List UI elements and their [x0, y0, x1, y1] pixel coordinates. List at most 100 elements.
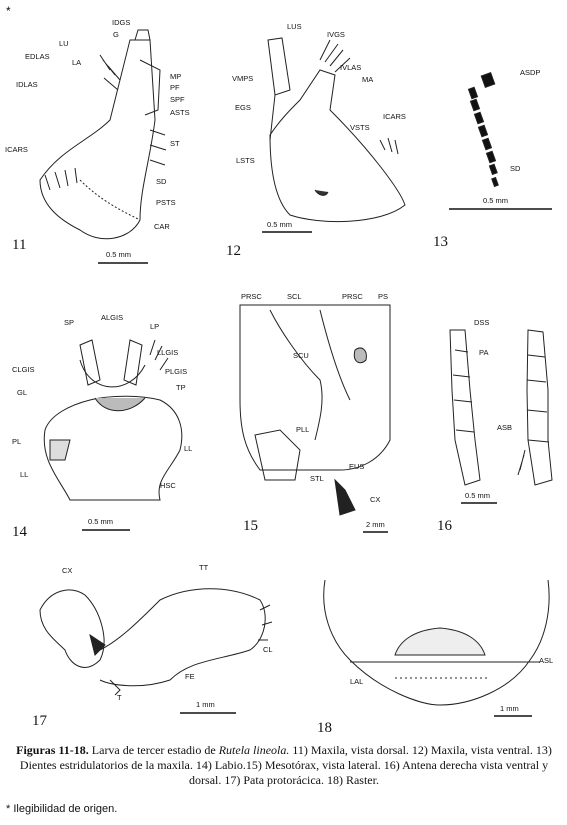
label-ll-left: LL — [20, 470, 28, 479]
figure-16-drawing — [449, 329, 553, 486]
label-pll: PLL — [296, 425, 309, 434]
label-sd-13: SD — [510, 164, 521, 173]
figure-12-drawing — [267, 37, 406, 223]
label-sd: SD — [156, 177, 167, 186]
label-fe: FE — [185, 672, 195, 681]
label-t: T — [117, 693, 122, 702]
label-llgis: LLGIS — [157, 348, 178, 357]
label-stl: STL — [310, 474, 324, 483]
label-tt: TT — [199, 563, 209, 572]
label-asb: ASB — [497, 423, 512, 432]
label-sp: SP — [64, 318, 74, 327]
label-la: LA — [72, 58, 81, 67]
label-prsc-left: PRSC — [241, 292, 262, 301]
label-cx-15: CX — [370, 495, 380, 504]
label-prsc-right: PRSC — [342, 292, 363, 301]
label-cx-17: CX — [62, 566, 72, 575]
label-mp: MP — [170, 72, 181, 81]
label-clgis: CLGIS — [12, 365, 35, 374]
caption-title: Figuras 11-18. — [16, 743, 89, 757]
label-scu: SCU — [293, 351, 309, 360]
label-tp: TP — [176, 383, 186, 392]
label-plgis: PLGIS — [165, 367, 187, 376]
figure-15-labels: PRSC SCL PRSC PS SCU PLL EUS STL CX — [241, 292, 388, 504]
footnote: * Ilegibilidad de origen. — [6, 803, 118, 815]
figure-caption: Figuras 11-18. Larva de tercer estadio d… — [10, 743, 558, 788]
corner-asterisk: * — [6, 4, 11, 18]
label-egs: EGS — [235, 103, 251, 112]
caption-text-2: 11) Maxila, vista dorsal. 12) Maxila, vi… — [19, 743, 552, 787]
figure-number-18: 18 — [317, 720, 332, 736]
label-idgs: IDGS — [112, 18, 130, 27]
label-icars-12: ICARS — [383, 112, 406, 121]
figure-11-drawing — [39, 29, 167, 240]
label-pf: PF — [170, 83, 180, 92]
label-g: G — [113, 30, 119, 39]
figure-number-11: 11 — [12, 237, 26, 253]
label-asl: ASL — [539, 656, 553, 665]
scale-labels: 0.5 mm 0.5 mm 0.5 mm 0.5 mm 2 mm 0.5 mm … — [88, 196, 519, 713]
label-pa: PA — [479, 348, 488, 357]
label-lus: LUS — [287, 22, 302, 31]
label-spf: SPF — [170, 95, 185, 104]
figure-number-12: 12 — [226, 243, 241, 259]
label-idlas: IDLAS — [16, 80, 38, 89]
figure-plate: IDGS G LU EDLAS LA IDLAS MP PF SPF ASTS … — [5, 18, 553, 736]
figure-number-17: 17 — [32, 713, 48, 729]
label-cl: CL — [263, 645, 273, 654]
label-lp: LP — [150, 322, 159, 331]
label-ps: PS — [378, 292, 388, 301]
label-ivgs: IVGS — [327, 30, 345, 39]
label-ma: MA — [362, 75, 373, 84]
label-vmps: VMPS — [232, 74, 253, 83]
figure-13-drawing — [467, 72, 499, 188]
label-lu: LU — [59, 39, 69, 48]
scale-label-14: 0.5 mm — [88, 517, 113, 526]
label-scl: SCL — [287, 292, 302, 301]
label-ll-right: LL — [184, 444, 192, 453]
figure-number-15: 15 — [243, 518, 258, 534]
label-pl: PL — [12, 437, 21, 446]
figure-14-drawing — [43, 339, 183, 501]
label-icars: ICARS — [5, 145, 28, 154]
scale-label-12: 0.5 mm — [267, 220, 292, 229]
label-dss: DSS — [474, 318, 489, 327]
figure-15-drawing — [239, 304, 391, 516]
figure-number-13: 13 — [433, 234, 448, 250]
figure-numbers: 11 12 13 14 15 16 17 18 — [12, 234, 453, 736]
caption-text-1: Larva de tercer estadio de — [88, 743, 219, 757]
figure-14-labels: ALGIS SP LP LLGIS CLGIS PLGIS TP GL PL L… — [12, 313, 192, 490]
caption-species: Rutela lineola. — [218, 743, 290, 757]
scale-label-17: 1 mm — [196, 700, 215, 709]
scale-label-13: 0.5 mm — [483, 196, 508, 205]
label-gl: GL — [17, 388, 27, 397]
figure-16-labels: DSS PA ASB — [474, 318, 512, 432]
label-ivlas: IVLAS — [340, 63, 361, 72]
label-asdp: ASDP — [520, 68, 540, 77]
figure-number-14: 14 — [12, 524, 28, 540]
figure-13-labels: ASDP SD — [510, 68, 540, 173]
figure-11-labels: IDGS G LU EDLAS LA IDLAS MP PF SPF ASTS … — [5, 18, 190, 231]
label-car: CAR — [154, 222, 170, 231]
label-vsts: VSTS — [350, 123, 370, 132]
scale-label-16: 0.5 mm — [465, 491, 490, 500]
scale-label-18: 1 mm — [500, 704, 519, 713]
figure-17-drawing — [39, 588, 273, 696]
label-asts: ASTS — [170, 108, 190, 117]
scale-bars — [82, 208, 552, 717]
label-edlas: EDLAS — [25, 52, 50, 61]
figure-18-drawing — [323, 579, 550, 706]
scale-label-15: 2 mm — [366, 520, 385, 529]
scale-label-11: 0.5 mm — [106, 250, 131, 259]
label-lal: LAL — [350, 677, 363, 686]
label-lsts: LSTS — [236, 156, 255, 165]
label-eus: EUS — [349, 462, 364, 471]
figure-number-16: 16 — [437, 518, 453, 534]
label-st: ST — [170, 139, 180, 148]
label-algis: ALGIS — [101, 313, 123, 322]
figure-17-labels: CX TT CL FE T — [62, 563, 273, 702]
label-hsc: HSC — [160, 481, 176, 490]
label-psts: PSTS — [156, 198, 176, 207]
figure-18-labels: ASL LAL — [350, 656, 553, 686]
figure-12-labels: LUS IVGS VMPS IVLAS MA EGS ICARS VSTS LS… — [232, 22, 406, 165]
